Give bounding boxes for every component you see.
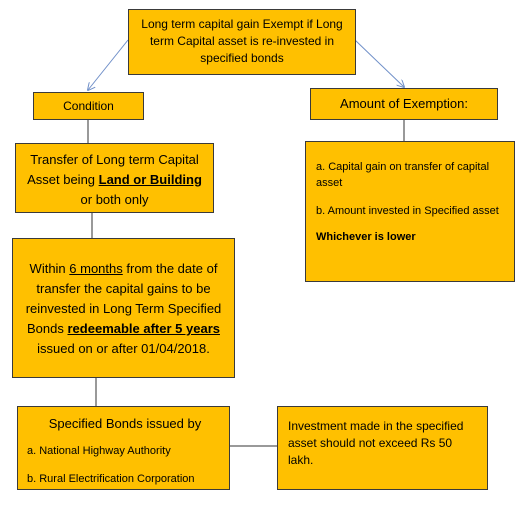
condition-box: Condition bbox=[33, 92, 144, 120]
amount-of-exemption-label: Amount of Exemption: bbox=[340, 96, 468, 111]
arrow-to-exemption bbox=[354, 39, 404, 87]
transfer-condition-box: Transfer of Long term Capital Asset bein… bbox=[15, 143, 214, 213]
six-months: 6 months bbox=[69, 261, 123, 276]
transfer-text-pre: Transfer of Long term Capital Asset bein… bbox=[27, 152, 199, 187]
amount-of-exemption-box: Amount of Exemption: bbox=[310, 88, 498, 120]
arrow-to-condition bbox=[88, 39, 129, 90]
transfer-text-post: or both only bbox=[80, 192, 149, 207]
exemption-amounts-box: a. Capital gain on transfer of capital a… bbox=[305, 141, 515, 282]
investment-limit-box: Investment made in the specified asset s… bbox=[277, 406, 488, 490]
condition-label: Condition bbox=[63, 99, 114, 113]
specified-bonds-title: Specified Bonds issued by bbox=[48, 416, 202, 431]
reinvest-text-2: from the date of transfer the capital ga… bbox=[25, 261, 222, 336]
amount-item-b: b. Amount invested in Specified asset bbox=[316, 205, 499, 217]
reinvest-text-3: issued on or after 01/04/2018. bbox=[37, 341, 210, 356]
whichever-is-lower: Whichever is lower bbox=[316, 231, 416, 243]
land-or-building: Land or Building bbox=[98, 172, 202, 187]
redeemable-after-5-years: redeemable after 5 years bbox=[67, 321, 220, 336]
amount-item-a: a. Capital gain on transfer of capital a… bbox=[316, 161, 490, 189]
reinvest-text-1: Within bbox=[29, 261, 70, 276]
investment-limit-text: Investment made in the specified asset s… bbox=[288, 419, 464, 467]
bond-issuer-nha: a. National Highway Authority bbox=[27, 445, 171, 457]
exemption-rule-text: Long term capital gain Exempt if Long te… bbox=[141, 17, 343, 65]
bond-issuer-rec: b. Rural Electrification Corporation bbox=[27, 473, 195, 485]
specified-bonds-box: Specified Bonds issued by a. National Hi… bbox=[17, 406, 230, 490]
reinvestment-box: Within 6 months from the date of transfe… bbox=[12, 238, 235, 378]
exemption-rule-box: Long term capital gain Exempt if Long te… bbox=[128, 9, 356, 75]
